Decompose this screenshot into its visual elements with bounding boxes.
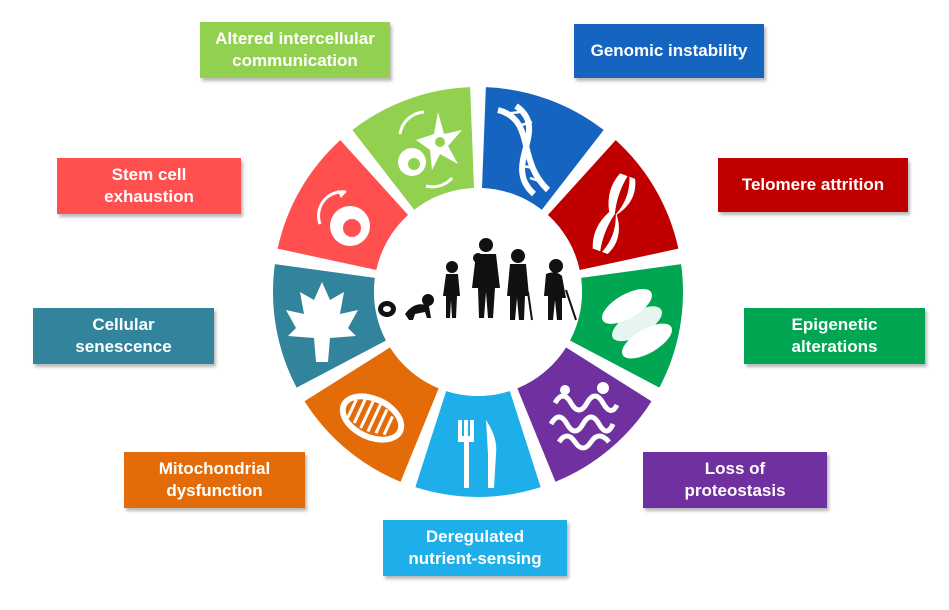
chromosome-icon: [592, 173, 636, 255]
label-stem-cell-exhaustion: Stem cell exhaustion: [57, 158, 241, 214]
label-altered-intercellular-communication: Altered intercellular communication: [200, 22, 390, 78]
fork-knife-icon: [458, 420, 497, 488]
label-telomere-attrition: Telomere attrition: [718, 158, 908, 212]
segment-loss-of-proteostasis: [517, 347, 652, 482]
protein-icon: [548, 382, 620, 451]
label-deregulated-nutrient-sensing: Deregulated nutrient-sensing: [383, 520, 567, 576]
maple-leaf-icon: [286, 282, 358, 362]
nucleosome-icon: [602, 288, 672, 359]
label-genomic-instability: Genomic instability: [574, 24, 764, 78]
center-disc: [374, 188, 582, 396]
stem-cell-icon: [317, 190, 370, 246]
segment-deregulated-nutrient-sensing: [415, 391, 541, 497]
segment-stem-cell-exhaustion: [277, 140, 409, 271]
label-mitochondrial-dysfunction: Mitochondrial dysfunction: [124, 452, 305, 508]
label-epigenetic-alterations: Epigenetic alterations: [744, 308, 925, 364]
human-aging-silhouettes-icon: [378, 238, 577, 321]
label-cellular-senescence: Cellular senescence: [33, 308, 214, 364]
dna-icon: [497, 103, 551, 197]
mitochondrion-icon: [339, 393, 405, 443]
cells-communication-icon: [398, 110, 462, 189]
label-loss-of-proteostasis: Loss of proteostasis: [643, 452, 827, 508]
